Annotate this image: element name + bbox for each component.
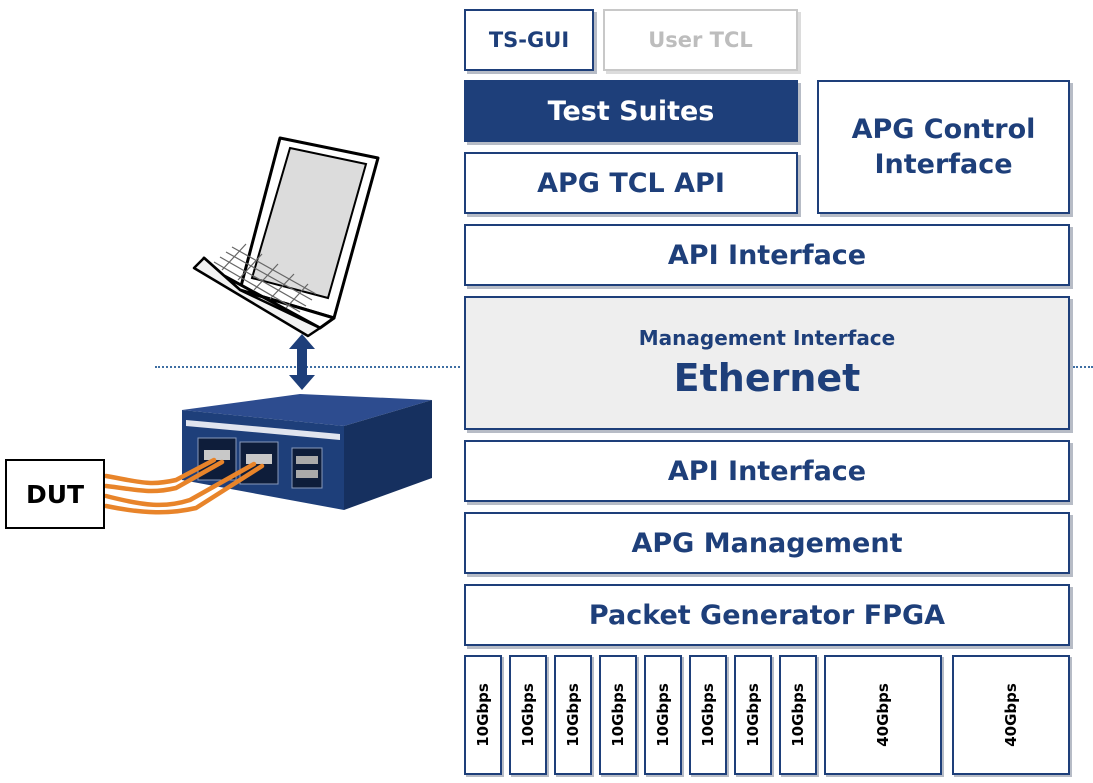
apg-control-interface-box: APG Control Interface <box>817 80 1070 214</box>
management-interface-label: Management Interface <box>638 326 896 350</box>
port-10: 40Gbps <box>952 655 1070 775</box>
ts-gui-box: TS-GUI <box>464 9 594 71</box>
test-suites-box: Test Suites <box>464 80 798 142</box>
port-1: 10Gbps <box>464 655 502 775</box>
apg-management-label: APG Management <box>631 527 903 559</box>
ts-gui-label: TS-GUI <box>488 28 570 52</box>
port-8: 10Gbps <box>779 655 817 775</box>
api-interface-top-box: API Interface <box>464 224 1070 286</box>
user-tcl-box: User TCL <box>603 9 798 71</box>
port-7: 10Gbps <box>734 655 772 775</box>
management-interface-box: Management Interface Ethernet <box>464 296 1070 430</box>
api-interface-top-label: API Interface <box>667 239 867 271</box>
port-9: 40Gbps <box>824 655 942 775</box>
port-6: 10Gbps <box>689 655 727 775</box>
apg-tcl-api-label: APG TCL API <box>537 167 725 199</box>
port-3: 10Gbps <box>554 655 592 775</box>
port-2-label: 10Gbps <box>519 683 537 747</box>
packet-generator-fpga-box: Packet Generator FPGA <box>464 584 1070 646</box>
user-tcl-label: User TCL <box>648 28 753 52</box>
port-3-label: 10Gbps <box>564 683 582 747</box>
port-8-label: 10Gbps <box>789 683 807 747</box>
dut-label: DUT <box>25 479 85 509</box>
apg-control-interface-label: APG Control Interface <box>851 114 1036 180</box>
dut-box: DUT <box>5 459 105 529</box>
port-5-label: 10Gbps <box>654 683 672 747</box>
port-6-label: 10Gbps <box>699 683 717 747</box>
separator-line-right <box>1073 366 1093 368</box>
port-4-label: 10Gbps <box>609 683 627 747</box>
api-interface-bottom-label: API Interface <box>667 455 867 487</box>
laptop-icon <box>192 136 380 338</box>
port-10-label: 40Gbps <box>1002 683 1020 747</box>
hardware-illustration <box>103 136 432 515</box>
port-4: 10Gbps <box>599 655 637 775</box>
port-2: 10Gbps <box>509 655 547 775</box>
port-7-label: 10Gbps <box>744 683 762 747</box>
dut-cables <box>103 457 265 515</box>
api-interface-bottom-box: API Interface <box>464 440 1070 502</box>
apg-tcl-api-box: APG TCL API <box>464 152 798 214</box>
test-suites-label: Test Suites <box>547 95 715 127</box>
port-9-label: 40Gbps <box>874 683 892 747</box>
bidirectional-arrow-icon <box>289 334 315 390</box>
separator-line-left <box>155 366 460 368</box>
apg-management-box: APG Management <box>464 512 1070 574</box>
packet-generator-fpga-label: Packet Generator FPGA <box>588 599 946 631</box>
ethernet-label: Ethernet <box>673 356 861 400</box>
port-5: 10Gbps <box>644 655 682 775</box>
port-1-label: 10Gbps <box>474 683 492 747</box>
apg-appliance-device <box>182 394 432 510</box>
